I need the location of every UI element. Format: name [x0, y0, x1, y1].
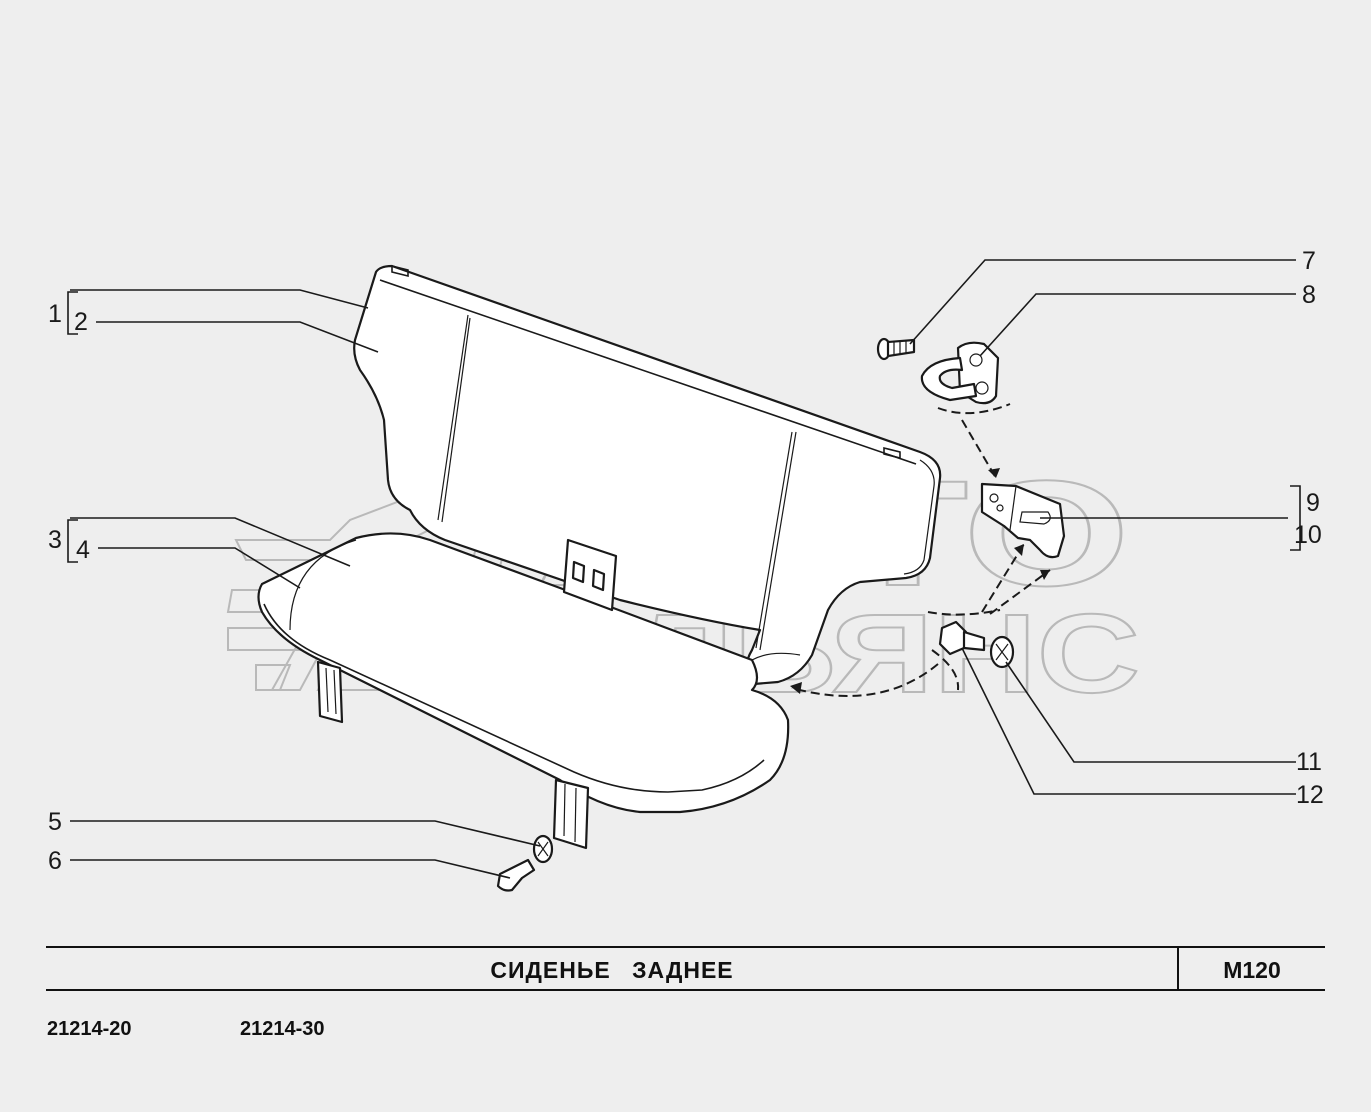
callout-5: 5: [48, 808, 62, 836]
callout-12: 12: [1296, 781, 1324, 809]
hinge-bracket-9: [980, 482, 1066, 559]
callout-4: 4: [76, 536, 90, 564]
seat-buckle: [562, 538, 618, 612]
screw-7: [876, 337, 916, 361]
washer-11: [989, 635, 1015, 669]
callout-3: 3: [48, 526, 62, 554]
callout-7: 7: [1302, 247, 1316, 275]
drawing-code: M120: [1223, 957, 1281, 983]
model-number-1: 21214-20: [47, 1018, 132, 1040]
latch-loop-8: [920, 341, 1000, 405]
assembly-paths: [790, 403, 1051, 697]
title-block-top-rule: [46, 946, 1325, 948]
callout-6: 6: [48, 847, 62, 875]
leader-lines: [70, 259, 1296, 879]
callout-8: 8: [1302, 281, 1316, 309]
callout-9: 9: [1306, 489, 1320, 517]
callout-11: 11: [1296, 748, 1322, 776]
cushion-bracket-right: [552, 778, 590, 850]
callout-2: 2: [74, 308, 88, 336]
callouts: 1 2 3 4 5 6 7 8 9 10 11 12: [48, 247, 1324, 875]
callout-10: 10: [1294, 521, 1322, 549]
washer-5: [532, 834, 554, 864]
seat-cushion: [257, 532, 790, 814]
model-number-2: 21214-30: [240, 1018, 325, 1040]
drawing-title: СИДЕНЬЕ ЗАДНЕЕ: [490, 957, 734, 983]
group-brackets: [67, 291, 1301, 563]
callout-1: 1: [48, 300, 62, 328]
title-block-bottom-rule: [46, 989, 1325, 991]
bolt-12: [938, 620, 986, 656]
bolt-6: [496, 858, 536, 892]
title-block-divider: [1177, 946, 1179, 991]
cushion-bracket-left: [316, 660, 344, 724]
